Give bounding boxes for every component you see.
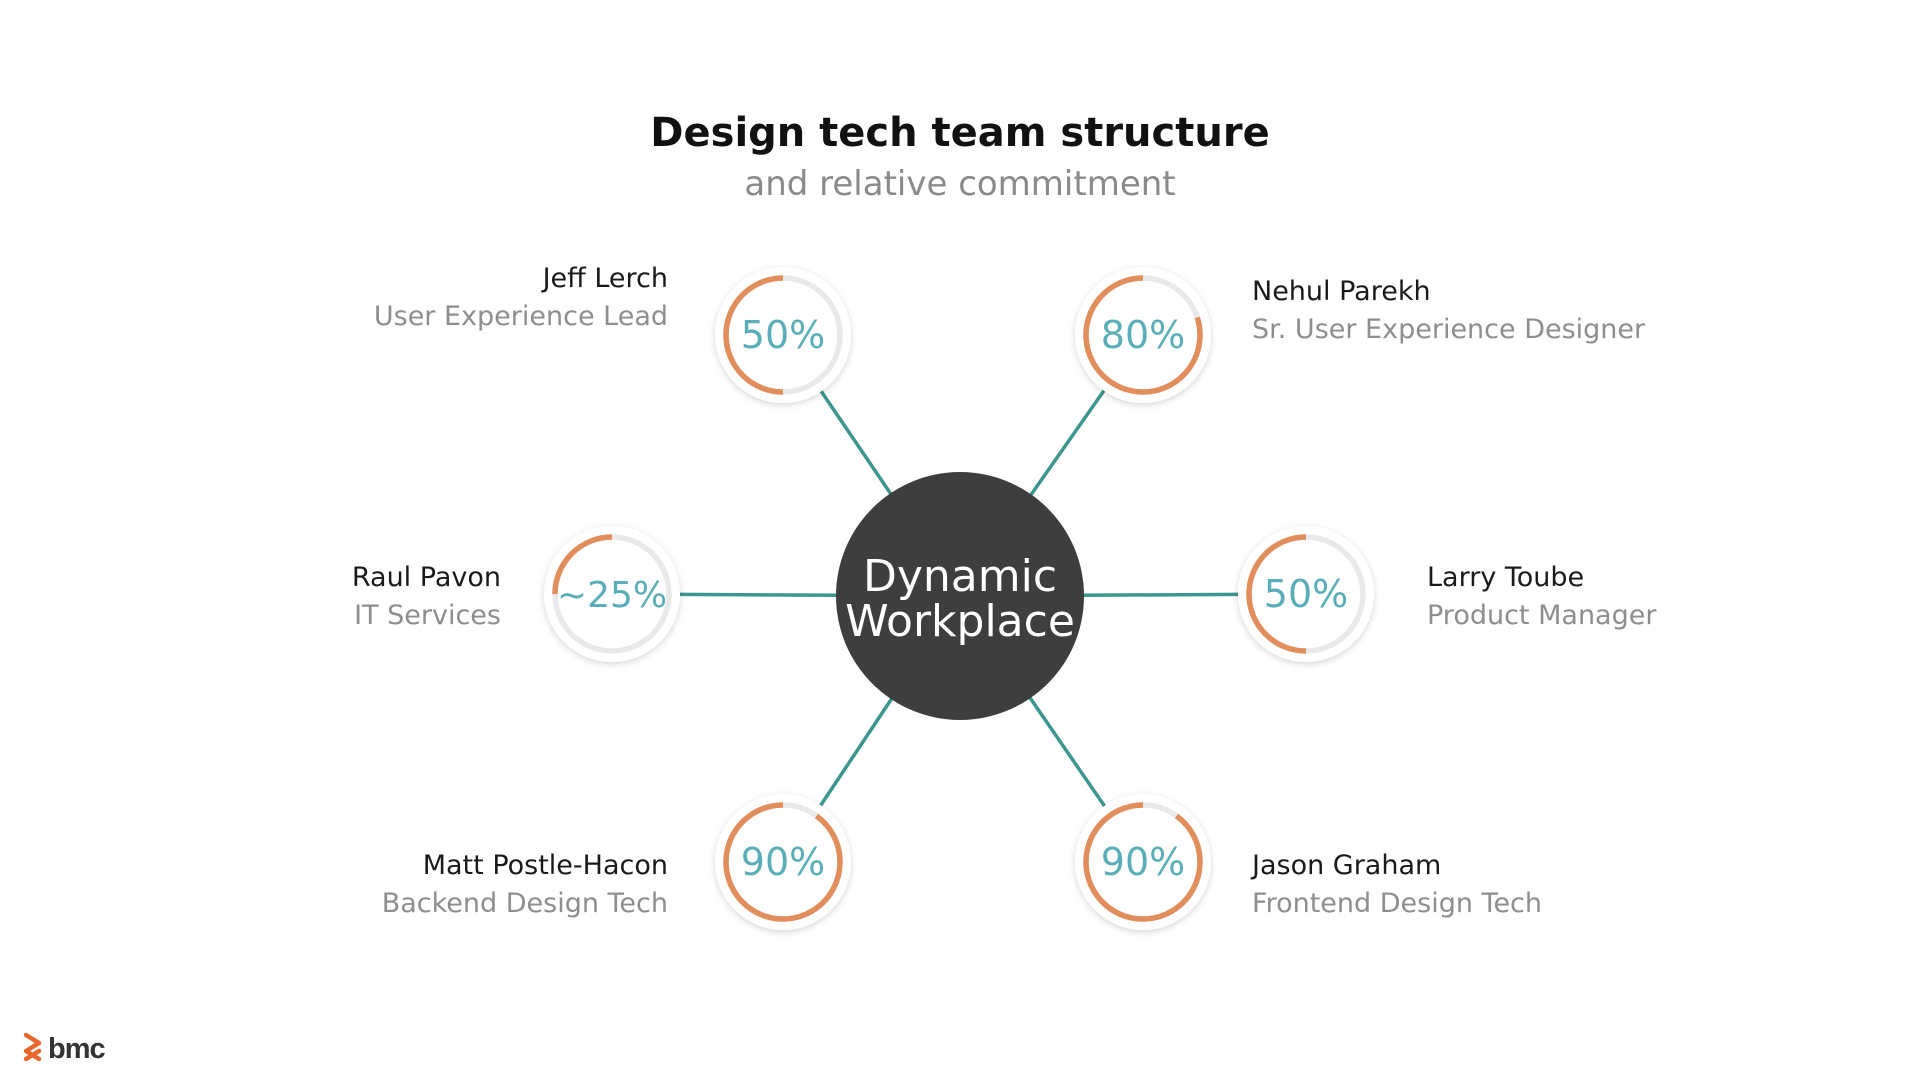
member-node-disc — [544, 526, 680, 662]
bmc-logo: bmc — [22, 1032, 106, 1066]
member-node-disc — [715, 794, 851, 930]
member-node: ~25% — [544, 526, 680, 662]
member-node: 80% — [1075, 267, 1211, 403]
member-role: Frontend Design Tech — [1252, 888, 1543, 919]
member-role: Sr. User Experience Designer — [1252, 314, 1646, 345]
member-name: Matt Postle-Hacon — [422, 850, 668, 881]
commitment-percent-label: 50% — [741, 313, 825, 357]
commitment-ring-progress — [1246, 534, 1307, 654]
bmc-logo-icon — [23, 1032, 42, 1062]
commitment-ring-progress — [1083, 802, 1203, 922]
member-node-disc — [715, 267, 851, 403]
center-node: Dynamic Workplace — [836, 472, 1084, 720]
member-node-disc — [1238, 526, 1374, 662]
member-node: 90% — [1075, 794, 1211, 930]
member-node-disc — [1075, 267, 1211, 403]
member-name: Raul Pavon — [351, 562, 501, 593]
page-title: Design tech team structure — [650, 110, 1270, 156]
member-name: Nehul Parekh — [1252, 276, 1431, 307]
member-node: 50% — [715, 267, 851, 403]
commitment-ring-progress — [723, 802, 843, 922]
commitment-percent-label: 90% — [741, 840, 825, 884]
commitment-percent-label: ~25% — [557, 575, 667, 616]
member-role: Backend Design Tech — [381, 888, 668, 919]
commitment-ring-progress — [1083, 275, 1203, 395]
member-node: 50% — [1238, 526, 1374, 662]
connector-line — [1079, 592, 1239, 598]
bmc-logo-text: bmc — [48, 1032, 106, 1065]
commitment-percent-label: 80% — [1101, 313, 1185, 357]
commitment-ring-progress — [723, 275, 784, 395]
connector-line — [819, 390, 895, 498]
member-role: User Experience Lead — [373, 301, 668, 332]
member-node-disc — [1075, 794, 1211, 930]
member-name: Larry Toube — [1427, 562, 1585, 593]
commitment-percent-label: 50% — [1264, 572, 1348, 616]
member-name: Jeff Lerch — [542, 263, 668, 294]
page-subtitle: and relative commitment — [744, 164, 1176, 204]
center-label-line2: Workplace — [845, 596, 1075, 647]
member-role: IT Services — [354, 600, 501, 631]
member-name: Jason Graham — [1252, 850, 1442, 881]
connector-line — [1027, 389, 1106, 499]
member-node: 90% — [715, 794, 851, 930]
member-role: Product Manager — [1427, 600, 1657, 631]
member-node-group: 50% 80% ~25% 50% 90% 90% — [544, 267, 1374, 930]
connector-group — [679, 389, 1239, 807]
connector-line — [819, 694, 895, 807]
member-label: Raul Pavon IT Services — [81, 559, 501, 635]
commitment-percent-label: 90% — [1101, 840, 1185, 884]
connector-line — [1026, 693, 1106, 807]
commitment-ring-progress — [552, 534, 613, 595]
connector-line — [679, 592, 841, 598]
center-circle — [836, 472, 1084, 720]
center-label-line1: Dynamic — [863, 551, 1057, 602]
